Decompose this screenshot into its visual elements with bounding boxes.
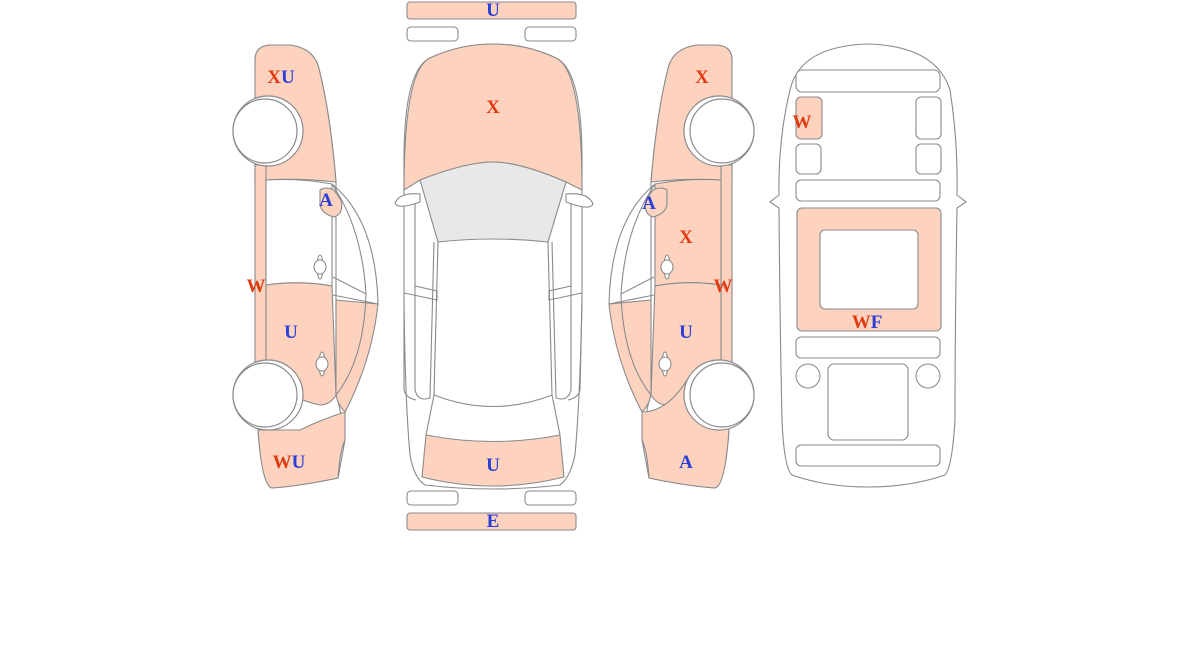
code-letter: X xyxy=(695,67,709,88)
top-left-pillar xyxy=(403,196,435,401)
code-letter: U xyxy=(292,452,306,473)
roof-outline xyxy=(433,241,553,408)
interior-view xyxy=(769,43,967,488)
interior-rear-box xyxy=(827,363,909,441)
code-letter: W xyxy=(852,312,871,333)
code-right-front-door: X xyxy=(679,227,693,248)
code-hood: X xyxy=(486,97,500,118)
left-rear-wheel xyxy=(232,362,298,428)
interior-floor-inner xyxy=(819,229,919,310)
right-front-door-handle xyxy=(660,254,674,280)
front-left-light xyxy=(406,26,459,42)
right-sill[interactable] xyxy=(720,164,733,366)
code-left-front-fender: XU xyxy=(267,67,295,88)
code-letter: W xyxy=(247,276,266,297)
rear-left-light xyxy=(406,490,459,506)
code-right-rear-quarter: A xyxy=(679,452,693,473)
left-mirror[interactable] xyxy=(319,187,343,218)
code-top-bumper: U xyxy=(486,0,500,21)
code-left-sill: W xyxy=(247,276,266,297)
code-left-mirror: A xyxy=(319,190,333,211)
damage-labels: U X U E XU A W U WU X A xyxy=(247,0,883,532)
left-door-swing-2 xyxy=(332,293,379,396)
windshield xyxy=(419,161,567,243)
front-bumper[interactable] xyxy=(406,1,577,20)
code-letter: U xyxy=(281,67,295,88)
trunk-lid[interactable] xyxy=(421,434,565,487)
code-right-rear-door: U xyxy=(679,322,693,343)
right-rear-door-handle xyxy=(658,351,672,377)
code-letter: A xyxy=(679,452,693,473)
code-letter: X xyxy=(267,67,281,88)
left-front-wheel xyxy=(232,98,298,164)
left-rear-quarter[interactable] xyxy=(257,411,346,489)
code-letter: U xyxy=(284,322,298,343)
top-door-lines xyxy=(403,285,583,301)
right-side-view xyxy=(608,44,755,489)
code-letter: A xyxy=(642,193,656,214)
interior-bar-3 xyxy=(795,444,941,467)
code-letter: W xyxy=(793,112,812,133)
code-trunk-lid: U xyxy=(486,455,500,476)
interior-left-round xyxy=(795,363,821,389)
code-letter: F xyxy=(871,312,883,333)
code-interior-front-left: W xyxy=(793,112,812,133)
interior-right-round xyxy=(915,363,941,389)
interior-front-left[interactable] xyxy=(795,96,823,140)
code-left-rear-quarter: WU xyxy=(273,452,306,473)
left-front-door[interactable] xyxy=(265,178,333,287)
right-rear-wheel xyxy=(689,362,755,428)
code-letter: A xyxy=(319,190,333,211)
left-door-swing xyxy=(331,183,379,305)
left-rear-door-handle xyxy=(315,351,329,377)
code-letter: U xyxy=(486,0,500,21)
code-right-front-fender: X xyxy=(695,67,709,88)
interior-bar-2 xyxy=(795,336,941,359)
code-letter: X xyxy=(486,97,500,118)
left-side-view xyxy=(232,44,379,489)
top-right-pillar xyxy=(551,196,583,401)
code-left-rear-door: U xyxy=(284,322,298,343)
right-front-wheel xyxy=(689,98,755,164)
code-right-mirror: A xyxy=(642,193,656,214)
rear-window-line xyxy=(425,394,561,436)
top-view xyxy=(394,1,594,531)
front-right-light xyxy=(524,26,577,42)
left-front-door-handle xyxy=(313,254,327,280)
top-right-mirror xyxy=(565,193,594,208)
interior-right-small xyxy=(915,143,942,175)
code-letter: X xyxy=(679,227,693,248)
code-letter: W xyxy=(273,452,292,473)
dashboard xyxy=(795,69,941,93)
top-left-mirror xyxy=(394,193,421,207)
interior-front-right xyxy=(915,96,942,140)
code-letter: U xyxy=(486,455,500,476)
code-rear-bumper: E xyxy=(487,511,500,532)
code-interior-floor: WF xyxy=(852,312,883,333)
left-sill[interactable] xyxy=(254,164,267,366)
rear-right-light xyxy=(524,490,577,506)
code-letter: U xyxy=(679,322,693,343)
left-rear-panel xyxy=(335,299,379,413)
interior-bar-1 xyxy=(795,179,941,202)
right-mirror[interactable] xyxy=(644,187,668,218)
rear-bumper[interactable] xyxy=(406,512,577,531)
interior-left-small xyxy=(795,143,822,175)
code-letter: W xyxy=(714,276,733,297)
code-letter: E xyxy=(487,511,500,532)
code-right-sill: W xyxy=(714,276,733,297)
